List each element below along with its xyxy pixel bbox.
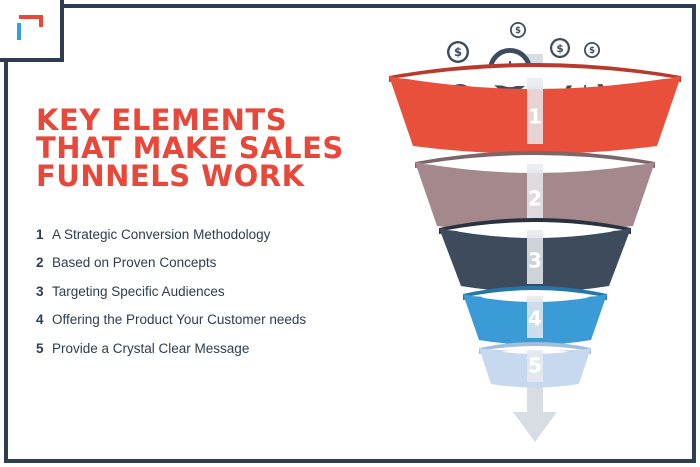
list-item: 4 Offering the Product Your Customer need… [36, 306, 306, 335]
stage-number: 1 [528, 105, 542, 129]
item-number: 1 [36, 226, 44, 242]
item-text: Offering the Product Your Customer needs [52, 312, 307, 328]
stage-number: 2 [528, 187, 542, 211]
elements-list: 1 A Strategic Conversion Methodology 2 Bas… [36, 220, 306, 363]
item-number: 5 [36, 340, 44, 356]
dollar-coin-icon: $ [584, 42, 600, 58]
funnel-stage-4: 4 [463, 286, 607, 345]
funnel-stage-1: 1 [389, 63, 681, 154]
list-item: 2 Based on Proven Concepts [36, 249, 306, 278]
item-text: A Strategic Conversion Methodology [52, 226, 271, 242]
frame-border [4, 4, 696, 463]
svg-text:$: $ [454, 45, 462, 59]
item-text: Targeting Specific Audiences [52, 283, 225, 299]
logo [0, 0, 64, 62]
stage-number: 5 [528, 353, 542, 377]
dollar-coin-icon: $ [447, 41, 469, 63]
stage-number: 4 [528, 306, 542, 330]
svg-text:$: $ [589, 45, 595, 55]
svg-text:$: $ [556, 43, 563, 55]
list-item: 3 Targeting Specific Audiences [36, 277, 306, 306]
list-item: 5 Provide a Crystal Clear Message [36, 334, 306, 363]
page-title: KEY ELEMENTS THAT MAKE SALES FUNNELS WOR… [36, 103, 344, 193]
item-number: 2 [36, 255, 44, 271]
item-text: Based on Proven Concepts [52, 255, 217, 271]
stage-number: 3 [528, 248, 542, 272]
dollar-coin-icon: $ [510, 22, 526, 38]
item-number: 3 [36, 283, 44, 299]
logo-mark-icon [17, 15, 43, 40]
list-item: 1 A Strategic Conversion Methodology [36, 220, 306, 249]
item-number: 4 [36, 312, 44, 328]
funnel-stage-5: 5 [479, 342, 591, 388]
funnel-stage-2: 2 [415, 151, 655, 233]
item-text: Provide a Crystal Clear Message [52, 340, 250, 356]
funnel-stage-3: 3 [439, 218, 631, 292]
svg-text:$: $ [515, 25, 521, 35]
dollar-coin-icon: $ [550, 38, 570, 58]
